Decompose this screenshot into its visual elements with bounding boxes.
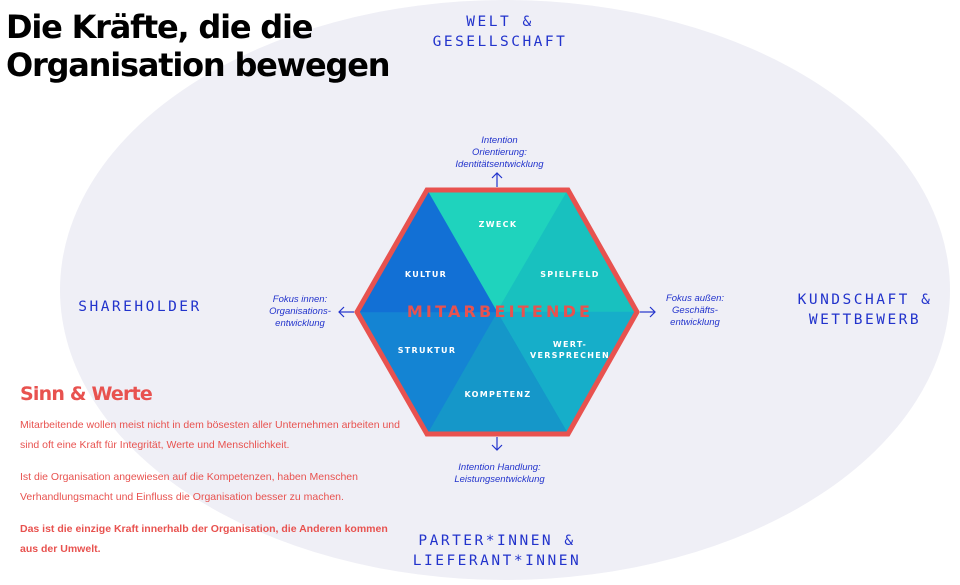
- segment-label-text: STRUKTUR: [397, 346, 457, 355]
- label-partner-lieferanten: PARTER*INNEN & LIEFERANT*INNEN: [392, 531, 602, 571]
- annotation-line: entwicklung: [275, 318, 325, 329]
- title-line-1: Die Kräfte, die die: [6, 8, 313, 46]
- sinn-werte-section: Sinn & Werte Mitarbeitende wollen meist …: [20, 383, 400, 571]
- label-lieferanten: LIEFERANT*INNEN: [412, 553, 582, 569]
- label-gesellschaft: GESELLSCHAFT: [432, 34, 568, 50]
- label-shareholder: SHAREHOLDER: [50, 297, 230, 317]
- sinn-werte-heading: Sinn & Werte: [20, 383, 153, 405]
- annotation-intention-handlung: Intention Handlung: Leistungsentwicklung: [437, 462, 562, 486]
- annotation-line: Intention Handlung:: [458, 462, 541, 473]
- segment-label-kompetenz: KOMPETENZ: [450, 389, 546, 400]
- label-shareholder-text: SHAREHOLDER: [78, 299, 202, 315]
- segment-label-text: KULTUR: [404, 270, 448, 279]
- annotation-line: entwicklung: [670, 317, 720, 328]
- segment-label-text: KOMPETENZ: [464, 390, 532, 399]
- arrow-up: [491, 172, 503, 187]
- annotation-line: Fokus außen:: [665, 293, 725, 304]
- segment-label-text: SPIELFELD: [540, 270, 600, 279]
- center-label-mitarbeitende: MITARBEITENDE: [406, 302, 594, 321]
- segment-label-text: ZWECK: [478, 220, 518, 229]
- label-wettbewerb: WETTBEWERB: [808, 312, 922, 328]
- label-welt: WELT &: [466, 14, 534, 30]
- label-partner: PARTER*INNEN &: [418, 533, 576, 549]
- title-line-2: Organisation bewegen: [6, 46, 391, 84]
- annotation-fokus-aussen: Fokus außen: Geschäfts- entwicklung: [650, 293, 740, 329]
- segment-label-spielfeld: SPIELFELD: [525, 269, 615, 280]
- segment-label-wertversprechen: WERT- VERSPRECHEN: [520, 339, 620, 361]
- segment-label-text: VERSPRECHEN: [529, 351, 611, 360]
- arrow-down: [491, 437, 503, 451]
- segment-label-text: WERT-: [552, 340, 588, 349]
- sinn-paragraph-2: Ist die Organisation angewiesen auf die …: [20, 471, 358, 503]
- annotation-intention-orientierung: Intention Orientierung: Identitätsentwic…: [437, 135, 562, 171]
- label-kundschaft: KUNDSCHAFT &: [797, 292, 933, 308]
- segment-label-struktur: STRUKTUR: [385, 345, 469, 356]
- annotation-line: Organisations-: [269, 306, 331, 317]
- sinn-paragraph-3: Das ist die einzige Kraft innerhalb der …: [20, 523, 388, 555]
- segment-label-zweck: ZWECK: [458, 219, 538, 230]
- arrow-left: [338, 306, 354, 318]
- annotation-line: Leistungsentwicklung: [454, 474, 545, 485]
- annotation-line: Identitätsentwicklung: [455, 159, 544, 170]
- annotation-line: Intention: [481, 135, 518, 146]
- page-title: Die Kräfte, die die Organisation bewegen: [6, 8, 391, 84]
- sinn-paragraph-1: Mitarbeitende wollen meist nicht in dem …: [20, 419, 400, 451]
- segment-label-kultur: KULTUR: [388, 269, 464, 280]
- annotation-line: Geschäfts-: [672, 305, 718, 316]
- annotation-line: Fokus innen:: [272, 294, 328, 305]
- arrow-right: [640, 306, 656, 318]
- label-kundschaft-wettbewerb: KUNDSCHAFT & WETTBEWERB: [770, 290, 960, 330]
- annotation-fokus-innen: Fokus innen: Organisations- entwicklung: [255, 294, 345, 330]
- hexagon-outline: [354, 187, 640, 437]
- label-welt-gesellschaft: WELT & GESELLSCHAFT: [405, 12, 595, 52]
- annotation-line: Orientierung:: [472, 147, 527, 158]
